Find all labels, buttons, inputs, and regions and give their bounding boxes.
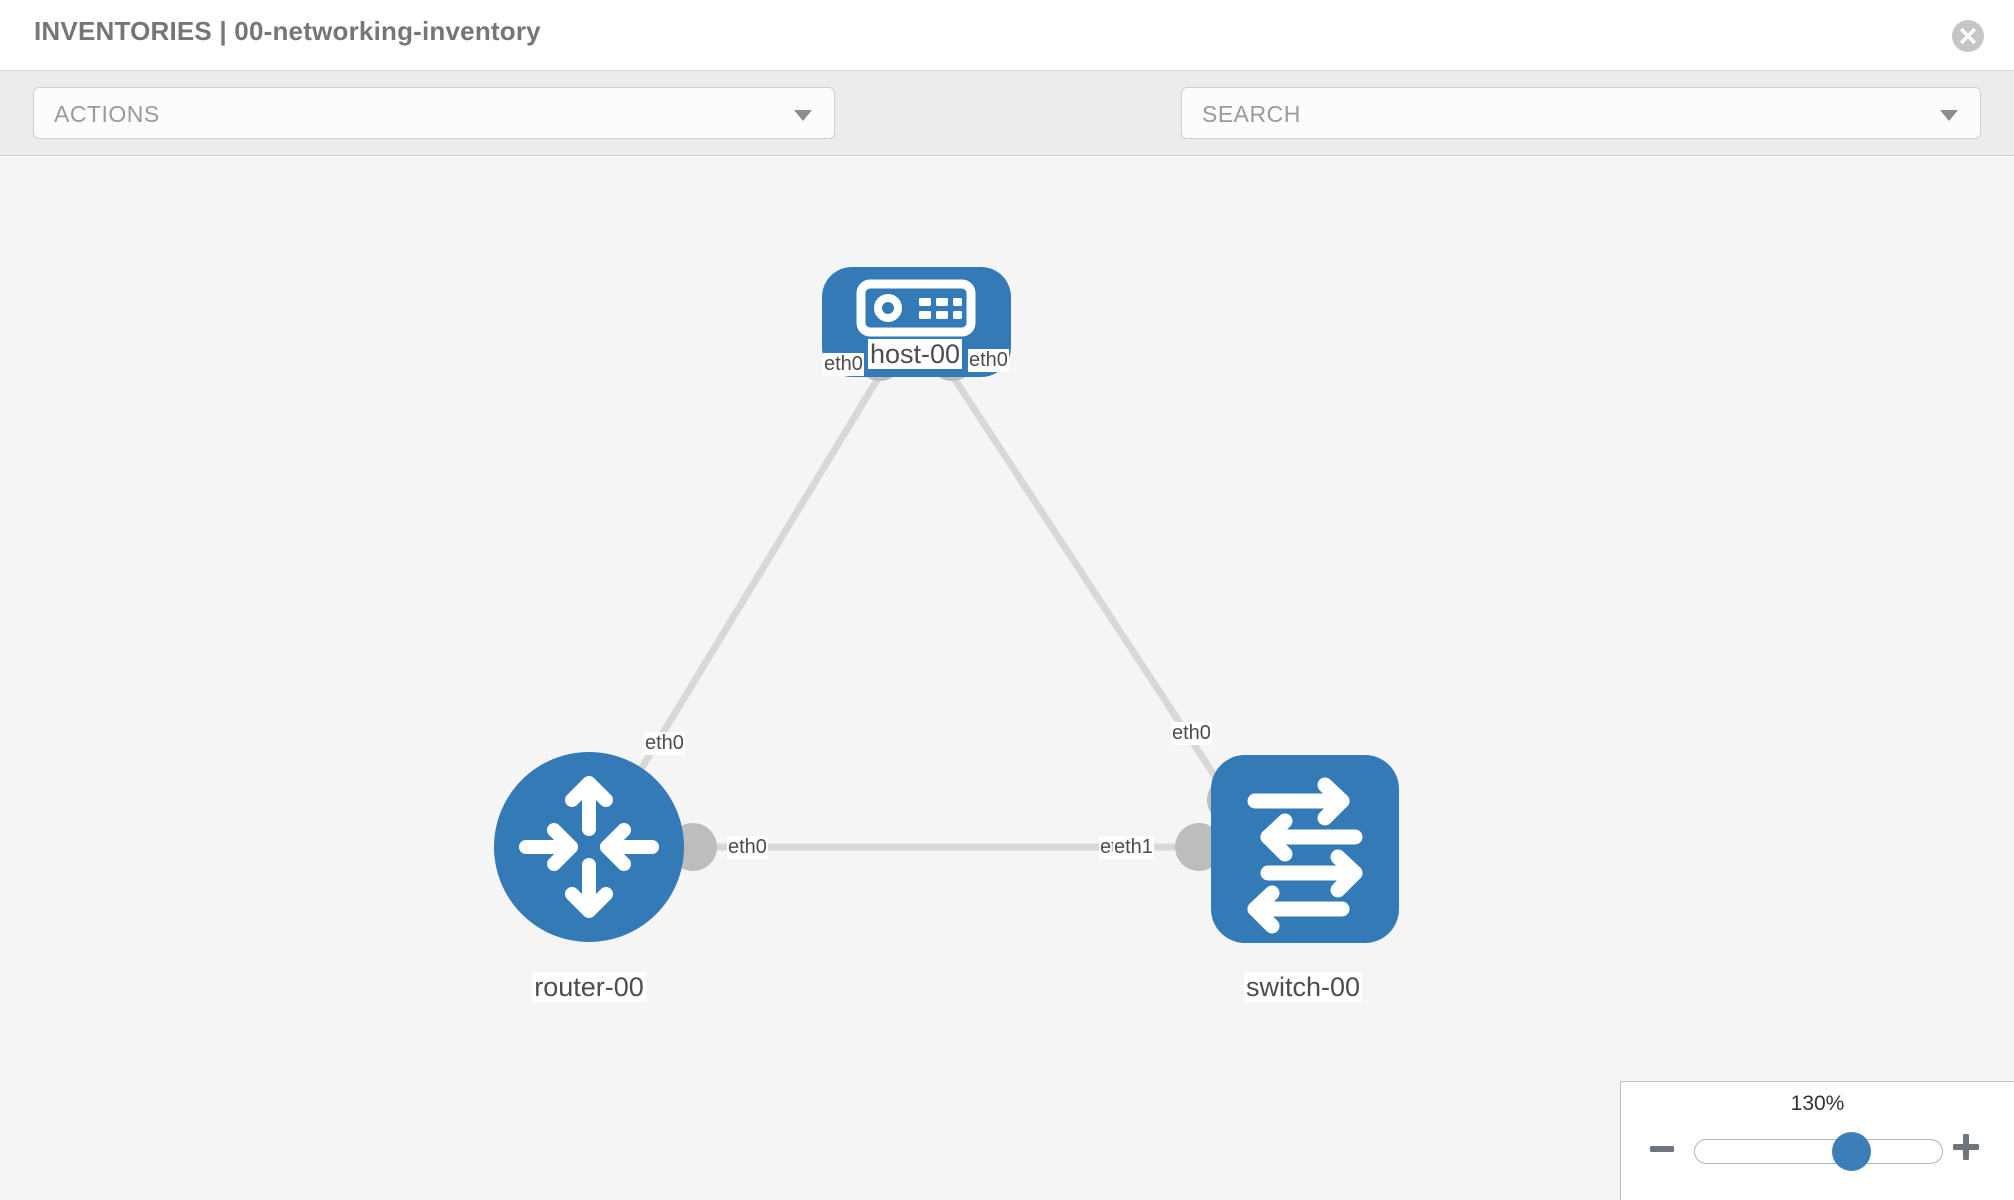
- switch-icon: [1247, 777, 1363, 934]
- node-switch-00[interactable]: [1211, 755, 1399, 943]
- search-input[interactable]: SEARCH: [1181, 87, 1981, 139]
- zoom-slider[interactable]: [1694, 1139, 1943, 1164]
- port-connectors: [669, 333, 1255, 871]
- close-circle-icon: [1952, 20, 1984, 52]
- link-label-interface: eth1: [1113, 836, 1154, 859]
- plus-icon: [1951, 1134, 1981, 1166]
- topology-graph: [494, 267, 1399, 943]
- node-label-router-00: router-00: [532, 972, 646, 1003]
- search-placeholder: SEARCH: [1202, 101, 1301, 127]
- node-router-00[interactable]: [494, 752, 684, 942]
- actions-dropdown-label: ACTIONS: [54, 101, 160, 127]
- link-label-interface: eth0: [968, 349, 1009, 372]
- node-label-switch-00: switch-00: [1243, 972, 1363, 1003]
- chevron-down-icon: [794, 110, 812, 121]
- node-label-host-00: host-00: [867, 339, 963, 370]
- host-icon: [856, 279, 976, 337]
- zoom-in-button[interactable]: [1951, 1132, 1981, 1162]
- link-label-interface: eth0: [823, 353, 864, 376]
- page-title: INVENTORIES | 00-networking-inventory: [34, 16, 541, 46]
- zoom-level-label: 130%: [1790, 1092, 1845, 1115]
- zoom-out-button[interactable]: [1648, 1135, 1676, 1163]
- header-bar: INVENTORIES | 00-networking-inventory: [0, 0, 2014, 71]
- toolbar: ACTIONS SEARCH: [0, 71, 2014, 199]
- link-label-interface: eth0: [644, 732, 685, 755]
- minus-icon: [1648, 1146, 1676, 1167]
- actions-dropdown[interactable]: ACTIONS: [33, 87, 835, 139]
- link-label-interface: eth0: [1171, 722, 1212, 745]
- close-button[interactable]: [1952, 20, 1984, 52]
- chevron-down-icon: [1940, 110, 1958, 121]
- link-label-interface: eth0: [727, 836, 768, 859]
- zoom-slider-handle[interactable]: [1832, 1132, 1871, 1171]
- router-icon: [519, 776, 659, 918]
- zoom-control-panel: 130%: [1620, 1081, 2014, 1200]
- topology-canvas[interactable]: host-00 router-00 switch-00 eth0 eth0 et…: [0, 157, 2014, 1200]
